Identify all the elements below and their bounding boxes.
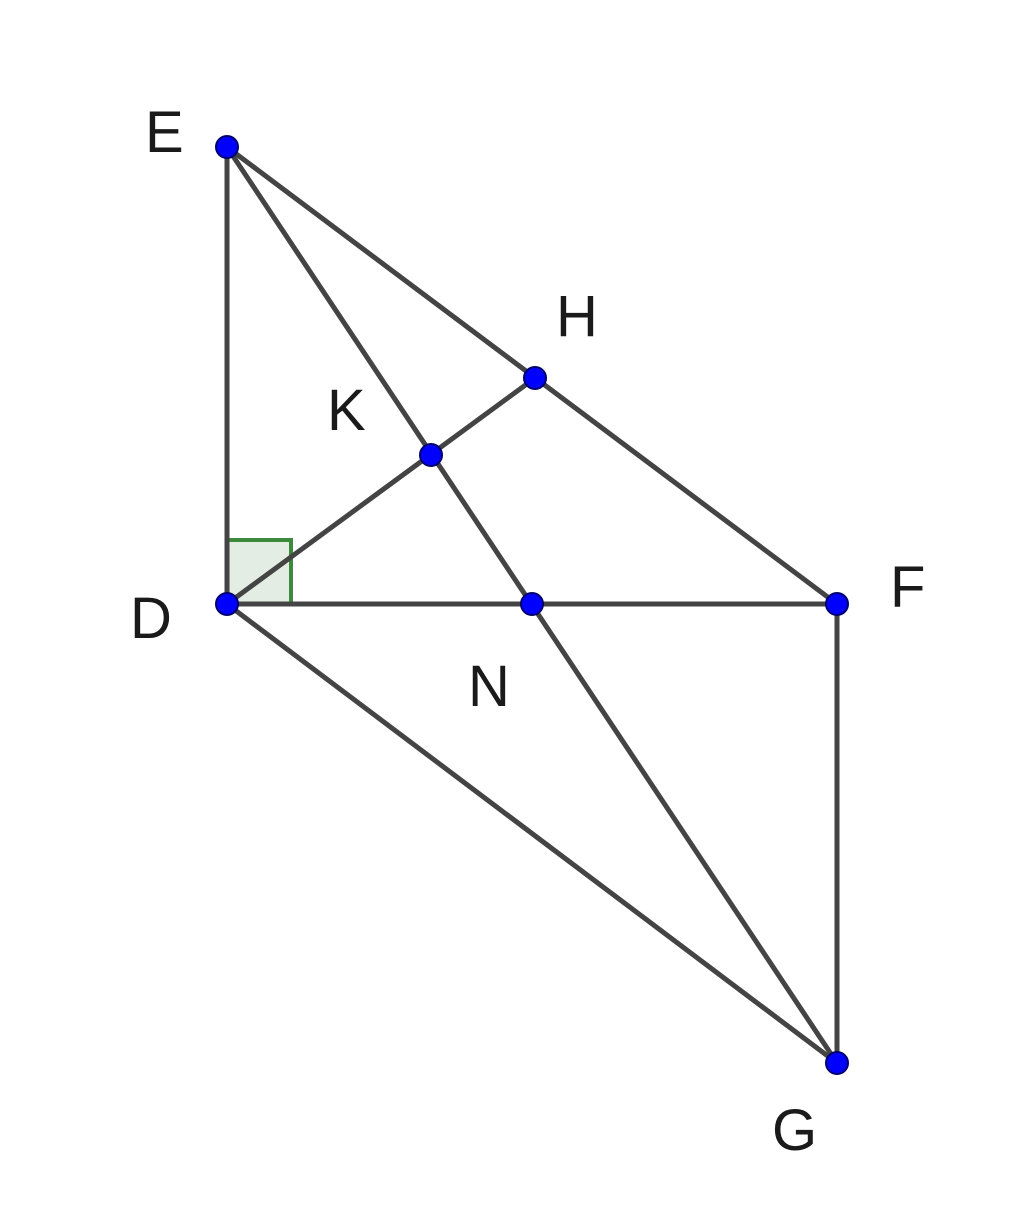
point-K bbox=[419, 443, 443, 467]
segments bbox=[224, 144, 840, 1066]
point-N bbox=[520, 592, 544, 616]
label-N: N bbox=[468, 654, 510, 719]
label-H: H bbox=[556, 284, 598, 349]
point-F bbox=[825, 592, 849, 616]
segment-DG bbox=[224, 601, 840, 1066]
label-E: E bbox=[145, 100, 184, 165]
label-G: G bbox=[772, 1098, 817, 1163]
label-D: D bbox=[130, 586, 172, 651]
point-labels: E H K D N F G bbox=[130, 100, 925, 1163]
points bbox=[215, 135, 849, 1075]
segment-DH bbox=[224, 375, 538, 607]
label-K: K bbox=[327, 378, 366, 443]
point-G bbox=[825, 1051, 849, 1075]
point-E bbox=[215, 135, 239, 159]
label-F: F bbox=[890, 555, 925, 620]
point-H bbox=[523, 366, 547, 390]
point-D bbox=[215, 592, 239, 616]
